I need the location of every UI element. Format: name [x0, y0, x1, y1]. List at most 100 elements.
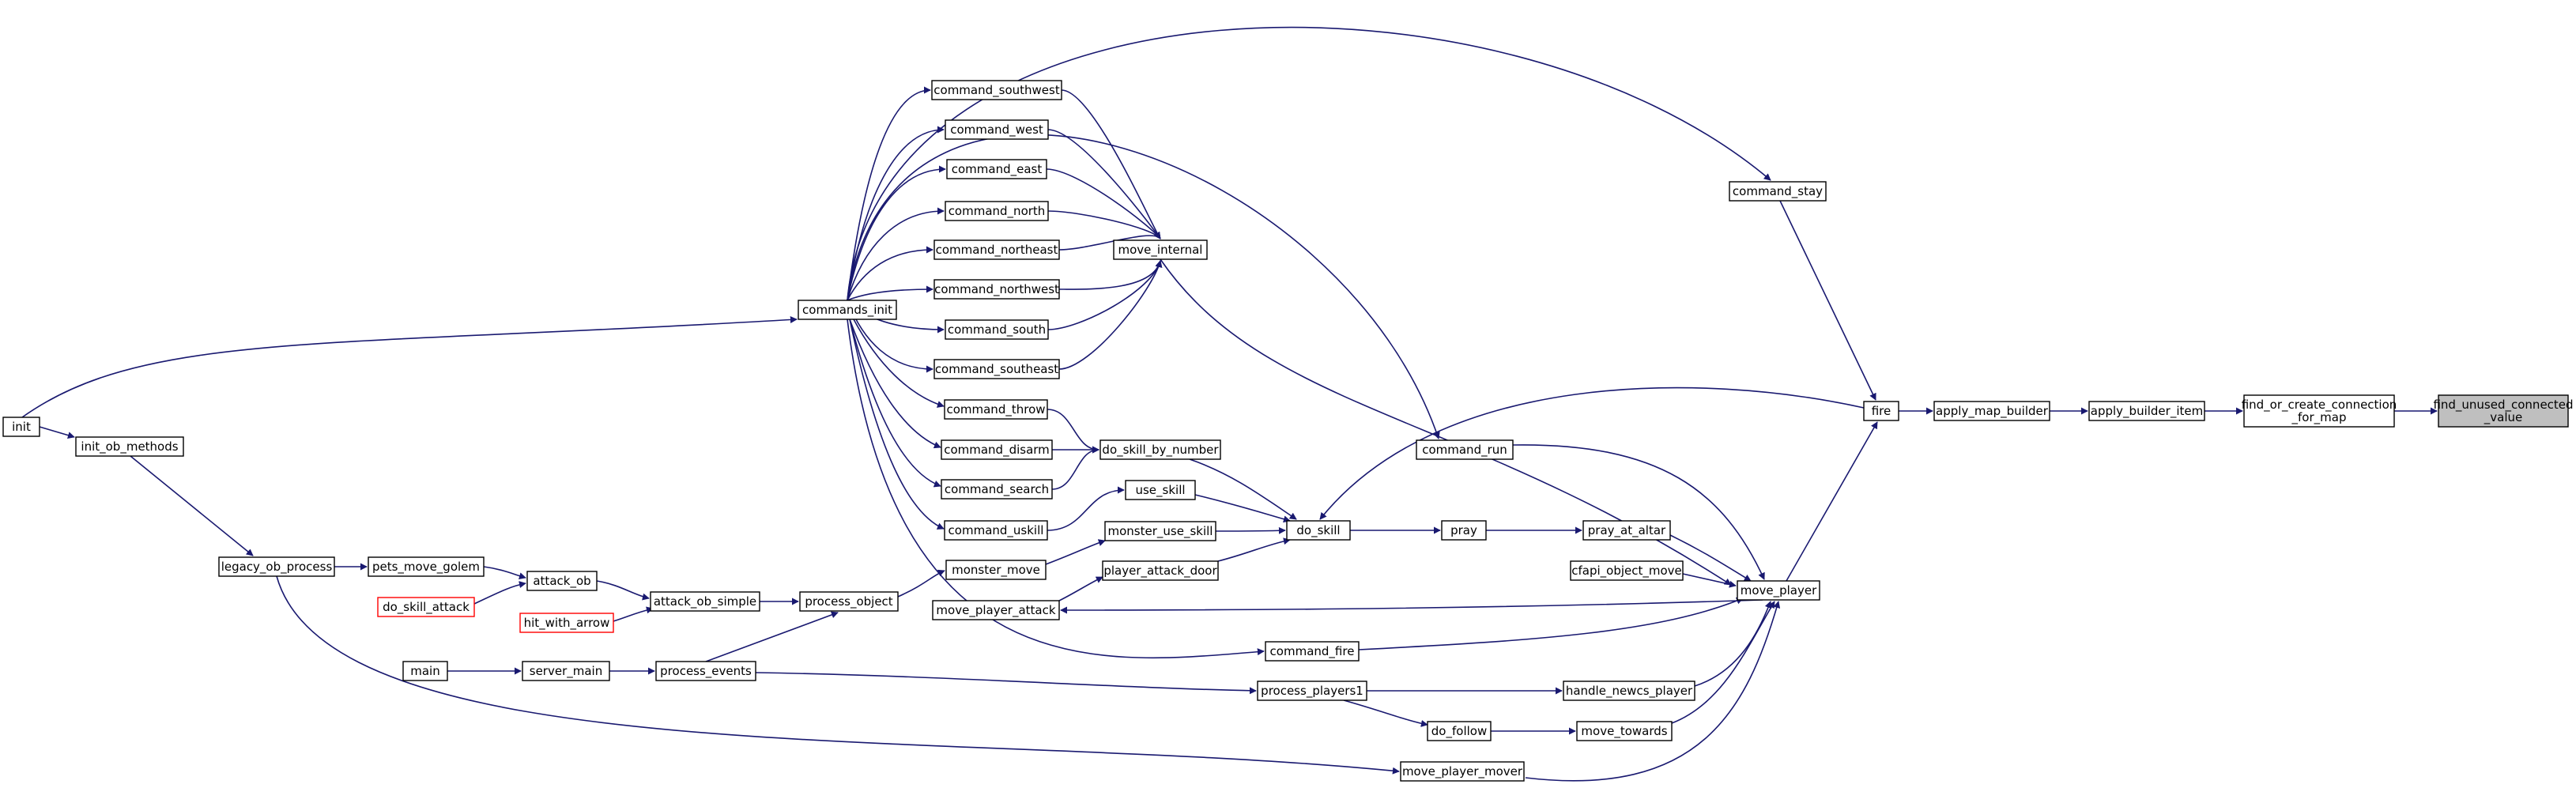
edge-command_fire-to-move_player: [1358, 597, 1744, 650]
edge-process_object-to-monster_move: [897, 569, 945, 598]
edge-command_run-to-move_player: [1512, 444, 1765, 580]
node-init[interactable]: init: [2, 417, 40, 437]
node-monster_move[interactable]: monster_move: [945, 560, 1047, 580]
node-label: init: [12, 420, 31, 434]
node-move_player[interactable]: move_player: [1737, 580, 1820, 601]
node-monster_use_skill[interactable]: monster_use_skill: [1104, 521, 1216, 541]
node-box: [945, 119, 1049, 140]
node-label: command_fire: [1270, 644, 1355, 659]
node-label: main: [410, 664, 439, 678]
node-attack_ob_simple[interactable]: attack_ob_simple: [650, 591, 760, 612]
edge-command_northwest-to-move_internal: [1058, 260, 1163, 290]
node-command_fire[interactable]: command_fire: [1265, 641, 1360, 662]
edge-move_player-to-move_player_attack: [1060, 599, 1763, 614]
node-command_disarm[interactable]: command_disarm: [941, 439, 1053, 460]
node-label: commands_init: [802, 303, 892, 318]
edge-do_skill_attack-to-attack_ob: [473, 581, 526, 605]
node-label: legacy_ob_process: [221, 560, 333, 575]
edge-move_player-to-fire: [1786, 421, 1878, 582]
node-command_northwest[interactable]: command_northwest: [933, 279, 1060, 300]
node-command_throw[interactable]: command_throw: [944, 399, 1048, 420]
node-label: player_attack_door: [1103, 564, 1217, 579]
node-command_south[interactable]: command_south: [945, 319, 1049, 340]
node-box: [218, 556, 335, 577]
node-use_skill[interactable]: use_skill: [1125, 480, 1196, 500]
node-legacy_ob_process[interactable]: legacy_ob_process: [218, 556, 335, 577]
node-cfapi_object_move[interactable]: cfapi_object_move: [1570, 560, 1684, 581]
node-find_or_create_connection_for_map[interactable]: find_or_create_connection_for_map: [2242, 394, 2397, 428]
node-init_ob_methods[interactable]: init_ob_methods: [75, 436, 184, 457]
node-commands_init[interactable]: commands_init: [798, 300, 897, 320]
edge-commands_init-to-command_run: [847, 134, 1440, 439]
node-command_run[interactable]: command_run: [1416, 439, 1514, 460]
edge-move_player_attack-to-player_attack_door: [1058, 576, 1103, 601]
edge-pets_move_golem-to-attack_ob: [483, 566, 526, 580]
node-command_stay[interactable]: command_stay: [1729, 181, 1827, 202]
node-move_internal[interactable]: move_internal: [1113, 239, 1208, 260]
node-command_north[interactable]: command_north: [945, 201, 1049, 221]
node-move_player_attack[interactable]: move_player_attack: [932, 600, 1060, 620]
edge-monster_move-to-monster_use_skill: [1045, 539, 1106, 565]
node-box: [377, 597, 475, 617]
node-label: do_skill_attack: [383, 600, 470, 615]
node-process_events[interactable]: process_events: [655, 661, 756, 681]
node-find_unused_connected_value[interactable]: find_unused_connected_value: [2433, 394, 2574, 428]
node-label: command_south: [948, 322, 1046, 337]
node-process_object[interactable]: process_object: [799, 591, 899, 612]
node-move_towards[interactable]: move_towards: [1576, 721, 1673, 741]
node-do_skill_by_number[interactable]: do_skill_by_number: [1099, 439, 1221, 460]
node-hit_with_arrow[interactable]: hit_with_arrow: [519, 613, 614, 633]
node-label: pets_move_golem: [372, 560, 480, 575]
edge-monster_use_skill-to-do_skill: [1215, 526, 1286, 534]
node-label: do_skill: [1296, 523, 1340, 538]
node-command_southwest[interactable]: command_southwest: [931, 80, 1062, 100]
node-command_southeast[interactable]: command_southeast: [933, 359, 1060, 379]
node-label: command_west: [950, 123, 1043, 138]
node-attack_ob[interactable]: attack_ob: [526, 571, 598, 591]
node-box: [798, 300, 897, 320]
edge-commands_init-to-command_southwest: [847, 86, 931, 301]
node-fire[interactable]: fire: [1863, 401, 1899, 421]
node-box: [933, 279, 1060, 300]
node-apply_map_builder[interactable]: apply_map_builder: [1933, 401, 2050, 421]
node-command_northeast[interactable]: command_northeast: [933, 239, 1060, 260]
node-box: [519, 613, 614, 633]
node-main[interactable]: main: [402, 661, 448, 681]
node-label: pray: [1450, 523, 1477, 537]
node-command_west[interactable]: command_west: [945, 119, 1049, 140]
node-player_attack_door[interactable]: player_attack_door: [1102, 560, 1219, 581]
node-label: command_run: [1422, 443, 1507, 458]
node-box: [1563, 681, 1695, 701]
node-box: [1570, 560, 1684, 581]
node-box: [932, 600, 1060, 620]
node-command_uskill[interactable]: command_uskill: [944, 520, 1048, 541]
node-pray_at_altar[interactable]: pray_at_altar: [1582, 520, 1671, 541]
edge-move_towards-to-move_player: [1671, 601, 1775, 724]
edge-command_search-to-do_skill_by_number: [1051, 446, 1099, 490]
node-command_east[interactable]: command_east: [946, 159, 1047, 179]
node-apply_builder_item[interactable]: apply_builder_item: [2088, 401, 2205, 421]
node-label: process_object: [805, 594, 892, 609]
node-box: [1441, 520, 1487, 541]
node-pets_move_golem[interactable]: pets_move_golem: [368, 556, 485, 577]
node-label: monster_move: [952, 563, 1040, 578]
node-box: [1125, 480, 1196, 500]
node-server_main[interactable]: server_main: [522, 661, 610, 681]
edge-hit_with_arrow-to-attack_ob_simple: [613, 606, 654, 622]
node-pray[interactable]: pray: [1441, 520, 1487, 541]
edge-commands_init-to-command_throw: [853, 319, 945, 408]
node-move_player_mover[interactable]: move_player_mover: [1400, 761, 1525, 782]
node-do_skill[interactable]: do_skill: [1286, 520, 1351, 541]
node-box: [75, 436, 184, 457]
edge-command_stay-to-fire: [1779, 200, 1876, 401]
node-process_players1[interactable]: process_players1: [1257, 681, 1367, 701]
node-box: [1286, 520, 1351, 541]
node-command_search[interactable]: command_search: [941, 479, 1053, 500]
node-label: pray_at_altar: [1588, 523, 1666, 538]
node-do_follow[interactable]: do_follow: [1427, 721, 1492, 741]
node-label: command_southwest: [933, 83, 1060, 98]
node-handle_newcs_player[interactable]: handle_newcs_player: [1563, 681, 1695, 701]
node-box: [945, 560, 1047, 580]
node-box: [1737, 580, 1820, 601]
node-do_skill_attack[interactable]: do_skill_attack: [377, 597, 475, 617]
